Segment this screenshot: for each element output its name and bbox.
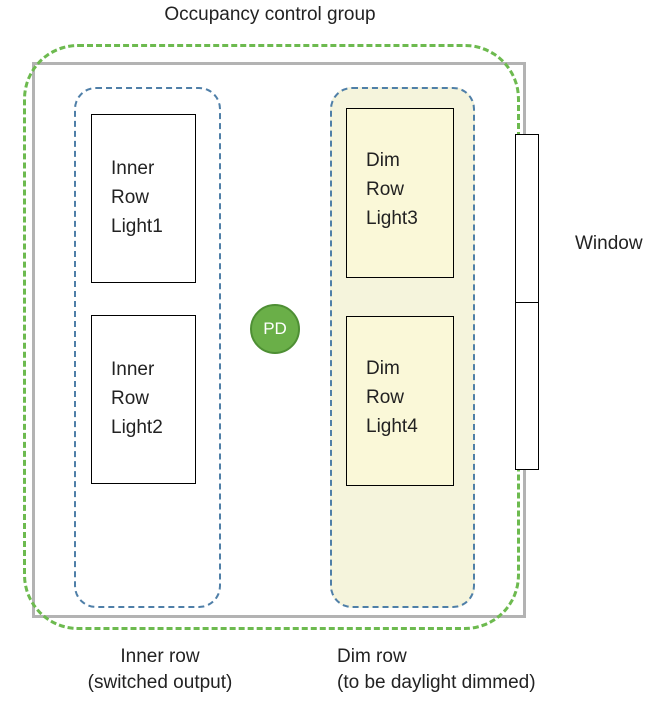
inner-row-light-1: Inner Row Light1 (91, 114, 196, 283)
window-label: Window (575, 233, 643, 254)
sensor-label: PD (263, 319, 287, 338)
caption-line: (to be daylight dimmed) (337, 672, 536, 693)
photo-detector-sensor: PD (250, 304, 300, 354)
dim-row-light-3: Dim Row Light3 (346, 108, 454, 278)
inner-row-light-2: Inner Row Light2 (91, 315, 196, 484)
light-label-line: Light3 (366, 208, 418, 229)
light-label-line: Inner (111, 359, 155, 380)
light-label-line: Dim (366, 150, 400, 171)
caption-line: Inner row (120, 646, 200, 667)
light-label-line: Row (111, 187, 150, 208)
window-divider (516, 302, 538, 303)
dim-row-caption: Dim row (to be daylight dimmed) (337, 644, 536, 696)
light-label-line: Row (366, 387, 405, 408)
diagram-title: Occupancy control group (164, 4, 376, 25)
light-label-line: Inner (111, 158, 155, 179)
light-label-line: Row (111, 388, 150, 409)
light-label-line: Row (366, 179, 405, 200)
caption-line: Dim row (337, 646, 407, 667)
dim-row-light-4: Dim Row Light4 (346, 316, 454, 486)
inner-row-caption: Inner row (switched output) (60, 644, 260, 696)
caption-line: (switched output) (87, 672, 233, 693)
light-label-line: Light2 (111, 417, 163, 438)
light-label-line: Light1 (111, 216, 163, 237)
window (515, 134, 539, 470)
inner-row-group (74, 87, 221, 608)
light-label-line: Dim (366, 358, 400, 379)
light-label-line: Light4 (366, 416, 418, 437)
